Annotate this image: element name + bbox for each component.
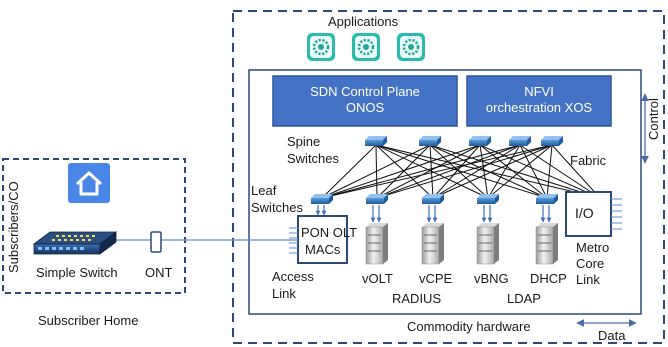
network-switch-icon [32, 231, 118, 255]
metro-label-line2: Core [576, 256, 605, 271]
gear-icon [307, 33, 335, 61]
spine-switch-icon [419, 136, 441, 146]
subscriber-home-label: Subscriber Home [38, 313, 139, 328]
fabric-mesh [321, 144, 601, 199]
gear-icon [397, 33, 425, 61]
leaf-switch-icon [366, 194, 388, 204]
leaf-switch-icon [477, 194, 499, 204]
ont-label: ONT [145, 265, 173, 280]
io-box [565, 191, 612, 237]
volt-label: vOLT [362, 271, 393, 286]
nfvi-title-line1: NFVI [524, 84, 554, 99]
vbng-label: vBNG [474, 271, 509, 286]
leaf-switch-icon [311, 194, 333, 204]
nfvi-orchestration-box [466, 75, 612, 127]
io-ports [611, 198, 622, 230]
spine-switch-icon [469, 136, 491, 146]
commodity-hardware-box [248, 69, 642, 315]
spine-switch-icon [365, 136, 387, 146]
spine-switches [365, 136, 563, 146]
leaf-downlinks [315, 205, 605, 223]
data-label: Data [598, 328, 626, 343]
metro-label-line3: Link [576, 272, 600, 287]
access-link-label-line1: Access [272, 269, 314, 284]
server-icon [421, 223, 444, 265]
access-link-label-line2: Link [272, 286, 296, 301]
server-icon [535, 223, 558, 265]
server-icon [476, 223, 499, 265]
vcpe-label: vCPE [419, 271, 453, 286]
leaf-label-line2: Switches [251, 200, 304, 215]
commodity-hardware-label: Commodity hardware [407, 319, 531, 334]
servers [365, 223, 558, 265]
dhcp-label: DHCP [530, 271, 567, 286]
nfvi-orchestration-title: NFVI orchestration XOS [467, 84, 611, 116]
server-icon [365, 223, 388, 265]
sdn-title-line1: SDN Control Plane [310, 84, 420, 99]
radius-label: RADIUS [392, 291, 442, 306]
app-icon-group [307, 33, 425, 61]
ldap-label: LDAP [507, 291, 541, 306]
home-icon [68, 163, 110, 203]
leaf-switch-icon [536, 194, 558, 204]
control-label: Control [646, 98, 661, 140]
ont-device [150, 231, 162, 253]
leaf-switch-icon [422, 194, 444, 204]
central-office-boundary [232, 10, 665, 344]
spine-switch-icon [509, 136, 531, 146]
spine-label-line1: Spine [287, 134, 321, 149]
subscriber-home-boundary [2, 158, 186, 294]
spine-switch-icon [541, 136, 563, 146]
gear-icon [352, 33, 380, 61]
sdn-control-plane-box [272, 75, 458, 127]
applications-label: Applications [328, 14, 399, 29]
subscribers-co-label: Subscribers/CO [6, 181, 21, 273]
pon-olt-ports [289, 227, 298, 254]
io-label: I/O [575, 205, 594, 221]
leaf-label-line1: Leaf [251, 183, 277, 198]
fabric-label: Fabric [570, 153, 607, 168]
pon-olt-label-line2: MACs [305, 242, 341, 257]
spine-label-line2: Switches [287, 151, 340, 166]
sdn-title-line2: ONOS [345, 100, 385, 115]
pon-olt-label-line1: PON OLT [301, 225, 358, 240]
simple-switch-label: Simple Switch [36, 265, 118, 280]
pon-olt-box [297, 215, 348, 264]
sdn-control-plane-title: SDN Control Plane ONOS [273, 84, 457, 116]
nfvi-title-line2: orchestration XOS [485, 100, 593, 115]
metro-label-line1: Metro [576, 240, 610, 255]
